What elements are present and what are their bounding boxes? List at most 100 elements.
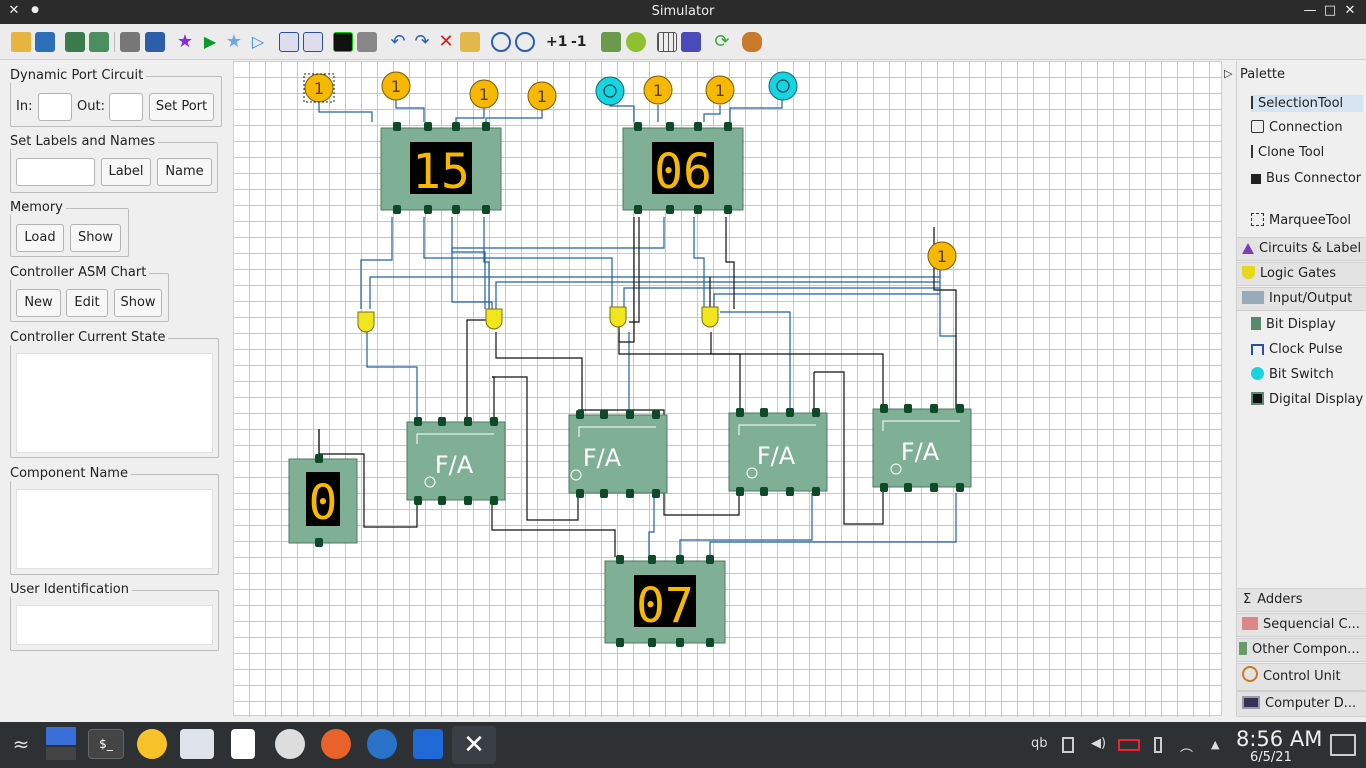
show-desktop-icon[interactable]	[1330, 734, 1356, 756]
label-button[interactable]: Label	[101, 158, 151, 186]
zoom-in-icon[interactable]	[491, 32, 511, 52]
drawer-control-unit[interactable]: Control Unit	[1237, 663, 1366, 691]
delete-icon[interactable]: ✕	[438, 31, 454, 52]
tool-bus-connector[interactable]: Bus Connector	[1251, 171, 1361, 186]
item-bit-display[interactable]: Bit Display	[1251, 317, 1336, 332]
out-field[interactable]	[109, 93, 143, 121]
volume-icon[interactable]: ◀)	[1091, 736, 1107, 751]
save-as-icon[interactable]	[65, 32, 85, 52]
circuit-canvas[interactable]: 1 1 1 1 1 1 1 15	[233, 61, 1223, 717]
step-icon[interactable]: ▷	[251, 32, 265, 51]
files-icon[interactable]	[180, 729, 214, 759]
terminal-icon[interactable]: $_	[88, 729, 124, 759]
collapse-palette-icon[interactable]: ▷	[1224, 67, 1233, 80]
zoom-out-icon[interactable]	[515, 32, 535, 52]
star-outline-icon[interactable]: ★	[225, 31, 243, 52]
asm-edit-button[interactable]: Edit	[66, 289, 108, 317]
users-icon[interactable]	[742, 32, 762, 52]
tool-clone[interactable]: Clone Tool	[1251, 145, 1324, 160]
print-icon[interactable]	[120, 32, 140, 52]
editor-icon[interactable]	[231, 729, 255, 759]
wireshark-icon[interactable]	[367, 729, 397, 759]
kali-menu-icon[interactable]: ≈	[12, 732, 30, 756]
minimize-icon[interactable]: —	[1303, 3, 1317, 18]
memory-load-button[interactable]: Load	[16, 224, 64, 252]
label-name-input[interactable]	[16, 158, 95, 186]
bit-switches[interactable]	[595, 71, 798, 106]
redo-icon[interactable]: ↷	[414, 31, 430, 52]
full-adder-4[interactable]: F/A	[872, 404, 972, 492]
java-app-icon[interactable]	[413, 729, 443, 759]
pin-icon[interactable]: ●	[31, 5, 39, 15]
qbittorrent-tray[interactable]: qb	[1031, 736, 1048, 751]
verify-icon[interactable]	[145, 32, 165, 52]
drawer-logic-gates[interactable]: Logic Gates	[1237, 262, 1366, 286]
drawer-sequential[interactable]: Sequencial C...	[1237, 613, 1366, 637]
emoji-icon[interactable]	[137, 729, 167, 759]
drawer-input-output[interactable]: Input/Output	[1237, 287, 1366, 311]
clock[interactable]: 8:56 AM	[1236, 727, 1323, 751]
clipboard-icon[interactable]	[1062, 737, 1074, 753]
display-b[interactable]: 06	[622, 122, 744, 214]
xor-gates[interactable]	[357, 306, 719, 333]
star-icon[interactable]: ★	[176, 31, 194, 52]
battery-icon[interactable]	[1118, 739, 1140, 751]
bit-inputs[interactable]	[304, 71, 957, 271]
clock-icon[interactable]	[279, 32, 299, 52]
increment-button[interactable]: +1	[546, 34, 568, 50]
tray-expand-icon[interactable]: ▲	[1211, 738, 1220, 751]
align-icon[interactable]	[601, 32, 621, 52]
close-icon[interactable]: ✕	[8, 3, 20, 18]
asm-new-button[interactable]: New	[16, 289, 61, 317]
route-icon[interactable]	[681, 32, 701, 52]
drawer-other-components[interactable]: Other Compon...	[1237, 638, 1366, 662]
set-port-button[interactable]: Set Port	[149, 93, 214, 121]
sequential-icon	[1242, 617, 1258, 630]
full-adder-2[interactable]: F/A	[568, 410, 668, 498]
decrement-button[interactable]: -1	[571, 34, 587, 50]
drawer-circuits-label[interactable]: Circuits & Label	[1237, 237, 1366, 261]
info-icon[interactable]	[626, 32, 646, 52]
tool-marquee[interactable]: MarqueeTool	[1251, 213, 1351, 228]
in-field[interactable]	[38, 93, 72, 121]
display-carry[interactable]: 0	[288, 454, 358, 547]
firefox-icon[interactable]	[321, 729, 351, 759]
date[interactable]: 6/5/21	[1250, 750, 1292, 765]
export-icon[interactable]	[89, 32, 109, 52]
name-button[interactable]: Name	[157, 158, 212, 186]
burpsuite-icon[interactable]	[275, 729, 305, 759]
tool-connection[interactable]: Connection	[1251, 120, 1343, 135]
maximize-icon[interactable]: □	[1323, 3, 1337, 18]
item-bit-switch[interactable]: Bit Switch	[1251, 367, 1334, 382]
save-icon[interactable]	[35, 32, 55, 52]
full-adder-3[interactable]: F/A	[728, 408, 828, 496]
display-a[interactable]: 15	[380, 122, 502, 214]
drawer-computer-design[interactable]: Computer D...	[1237, 691, 1366, 717]
memory-show-button[interactable]: Show	[70, 224, 121, 252]
oscilloscope-icon[interactable]	[333, 32, 353, 52]
run-icon[interactable]: ▶	[203, 32, 217, 51]
circuit-diagram[interactable]: 1 1 1 1 1 1 1 15	[234, 62, 1223, 717]
edit-icon[interactable]	[357, 32, 377, 52]
toolbar-separator	[114, 32, 115, 52]
undo-icon[interactable]: ↶	[390, 31, 406, 52]
grid-icon[interactable]	[657, 32, 677, 52]
open-icon[interactable]	[11, 32, 31, 52]
item-digital-display[interactable]: Digital Display	[1251, 392, 1363, 407]
workspace-1-icon[interactable]	[46, 727, 76, 745]
tool-selection[interactable]: SelectionTool	[1251, 95, 1363, 112]
clear-icon[interactable]	[460, 32, 480, 52]
palette-splitter[interactable]: ▷	[1222, 61, 1236, 716]
full-adder-1[interactable]: F/A	[406, 417, 506, 505]
simulator-task-icon[interactable]: ✕	[452, 726, 496, 764]
item-clock-pulse[interactable]: Clock Pulse	[1251, 342, 1343, 357]
asm-show-button[interactable]: Show	[114, 289, 162, 317]
device-icon[interactable]	[1154, 737, 1162, 753]
pulse-icon[interactable]	[303, 32, 323, 52]
wifi-icon[interactable]: ︵	[1180, 740, 1194, 755]
refresh-icon[interactable]: ⟳	[714, 31, 730, 52]
workspace-2-icon[interactable]	[46, 747, 76, 760]
display-sum[interactable]: 07	[604, 555, 726, 647]
close-window-icon[interactable]: ✕	[1344, 3, 1356, 18]
